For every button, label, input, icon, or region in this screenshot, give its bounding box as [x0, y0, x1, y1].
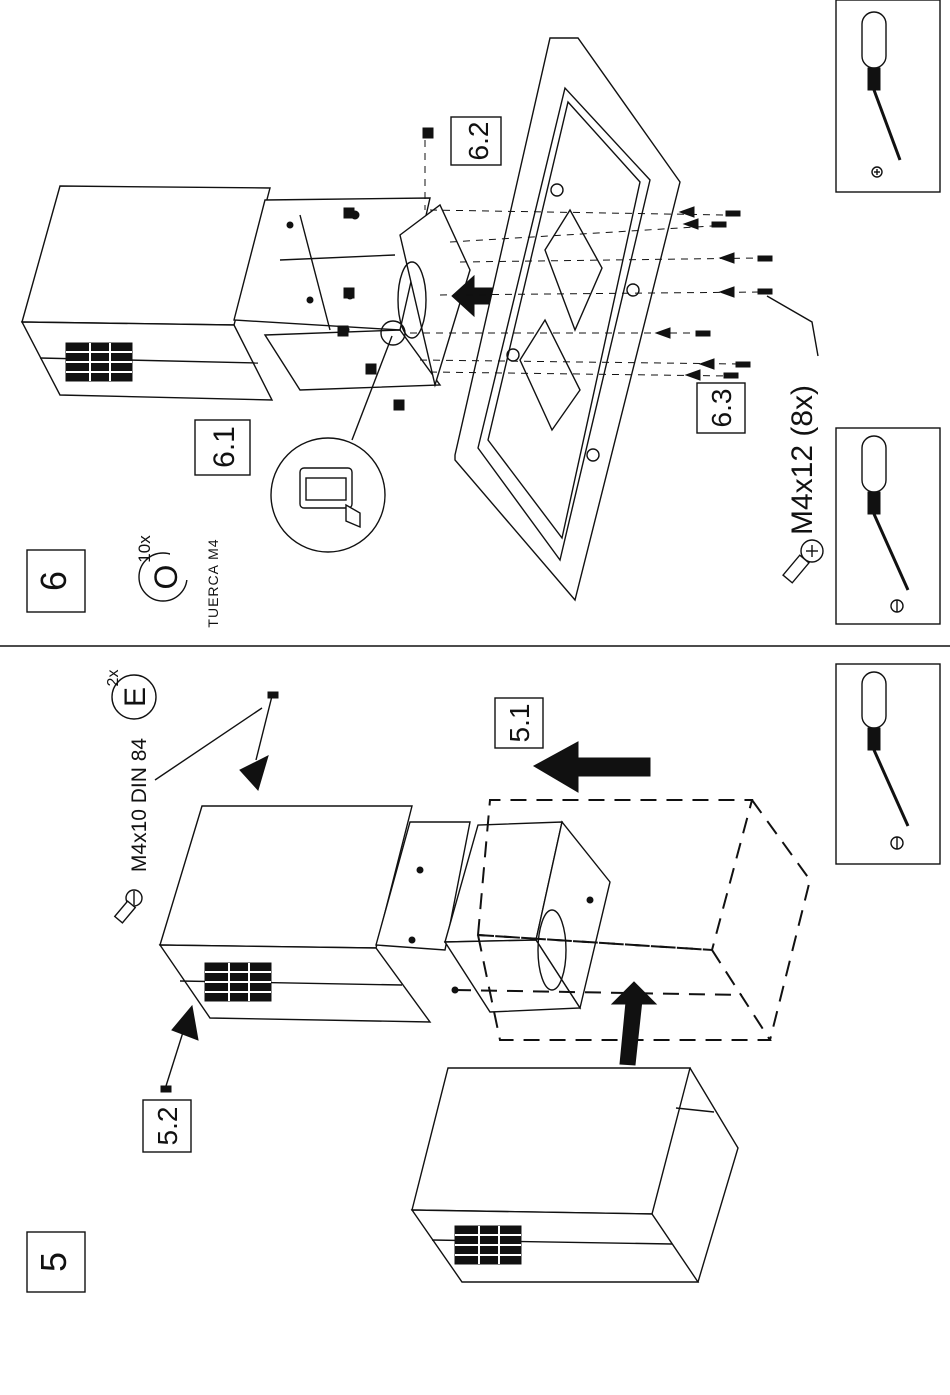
nut-letter: O: [148, 565, 184, 590]
substep-6-3-label: 6.3: [706, 389, 737, 428]
vent-grille-icon: [205, 963, 271, 1001]
substep-5-1-box: 5.1: [495, 698, 543, 748]
motor-housing: [22, 186, 272, 400]
phillips-screw-icon: [783, 540, 823, 583]
substep-5-2-label: 5.2: [152, 1107, 183, 1146]
tool-box-flat-6: [836, 428, 940, 624]
step-6-section: 6 O 10x TUERCA M4 6.1 6.2 6.3: [22, 0, 940, 628]
nut-quantity: 10x: [135, 535, 154, 563]
insert-arrow-icon: [612, 982, 656, 1065]
step-6-number-box: 6: [27, 550, 85, 612]
screw-quantity-5: 2x: [105, 670, 122, 687]
substep-6-2-label: 6.2: [463, 122, 494, 161]
substep-6-3-box: 6.3: [697, 383, 745, 433]
nut-label: TUERCA M4: [205, 538, 221, 627]
slide-arrow-icon: [534, 742, 650, 792]
vent-grille-icon: [455, 1226, 521, 1264]
nut-callout: O 10x TUERCA M4: [135, 535, 221, 628]
step-5-section: 5 M4x10 DIN 84 E 2x 5.1 5.2: [27, 664, 940, 1292]
chimney-assembly: [160, 806, 610, 1022]
screw-arrow-top: [240, 692, 278, 790]
substep-5-2-box: 5.2: [143, 1100, 191, 1152]
substep-6-1-box: 6.1: [195, 420, 250, 475]
step-5-number: 5: [33, 1252, 74, 1272]
screw-icons-6: [656, 207, 772, 380]
screw-arrow-bottom: [161, 1006, 198, 1092]
screw-label-5: M4x10 DIN 84: [128, 738, 151, 873]
vent-grille-icon: [66, 343, 132, 381]
substep-6-1-label: 6.1: [208, 426, 241, 468]
lower-chimney-cover: [412, 1068, 738, 1282]
substep-5-1-label: 5.1: [504, 704, 535, 743]
tool-box-flat-5: [836, 664, 940, 864]
substep-6-2-box: 6.2: [451, 117, 501, 165]
screw-callout-6: M4x12 (8x): [767, 296, 823, 583]
screw-label-6: M4x12 (8x): [786, 385, 819, 535]
screw-letter-5: E: [119, 687, 152, 707]
flat-head-screw-icon: [115, 890, 142, 923]
step-6-number: 6: [33, 571, 74, 591]
tool-box-phillips: [836, 0, 940, 192]
step-5-number-box: 5: [27, 1232, 85, 1292]
